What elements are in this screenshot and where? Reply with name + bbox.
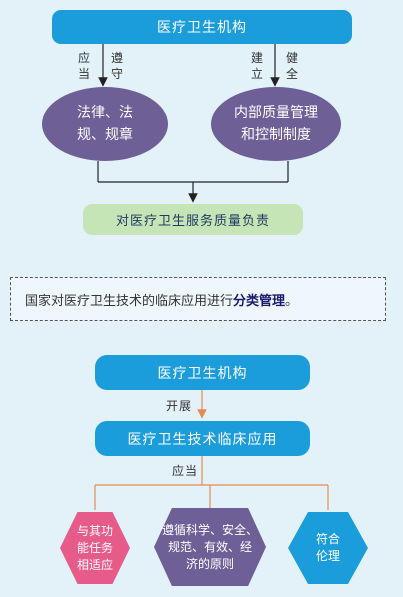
bottom-header-label: 医疗卫生机构: [157, 365, 248, 382]
label-ying-dang: 应 当: [77, 51, 90, 81]
result-box: 对医疗卫生服务质量负责: [83, 204, 303, 235]
label-kai-zhan: 开展: [166, 399, 193, 413]
principles-hexagon: 遵循科学、安全、 规范、有效、经 济的原则: [154, 508, 266, 586]
top-header-label: 医疗卫生机构: [157, 20, 247, 36]
note-suffix: 。: [285, 293, 299, 309]
clinical-application-box: 医疗卫生技术临床应用: [95, 421, 310, 456]
top-header-box: 医疗卫生机构: [52, 10, 352, 44]
note-bold: 分类管理: [233, 293, 286, 309]
result-label: 对医疗卫生服务质量负责: [115, 214, 270, 229]
internal-control-oval: 内部质量管理 和控制制度: [211, 87, 341, 161]
classification-note: 国家对医疗卫生技术的临床应用进行分类管理。: [10, 277, 386, 321]
label-ying-dang-bottom: 应当: [172, 464, 199, 478]
label-jian-li: 建 立: [250, 51, 263, 81]
label-zun-shou: 遵 守: [110, 51, 123, 81]
label-jian-quan: 健 全: [285, 51, 298, 81]
bottom-header-box: 医疗卫生机构: [95, 355, 310, 390]
law-oval: 法律、法 规、规章: [42, 87, 168, 161]
clinical-application-label: 医疗卫生技术临床应用: [127, 431, 278, 448]
ethics-hexagon: 符合 伦理: [288, 512, 368, 584]
note-prefix: 国家对医疗卫生技术的临床应用进行: [25, 293, 234, 309]
